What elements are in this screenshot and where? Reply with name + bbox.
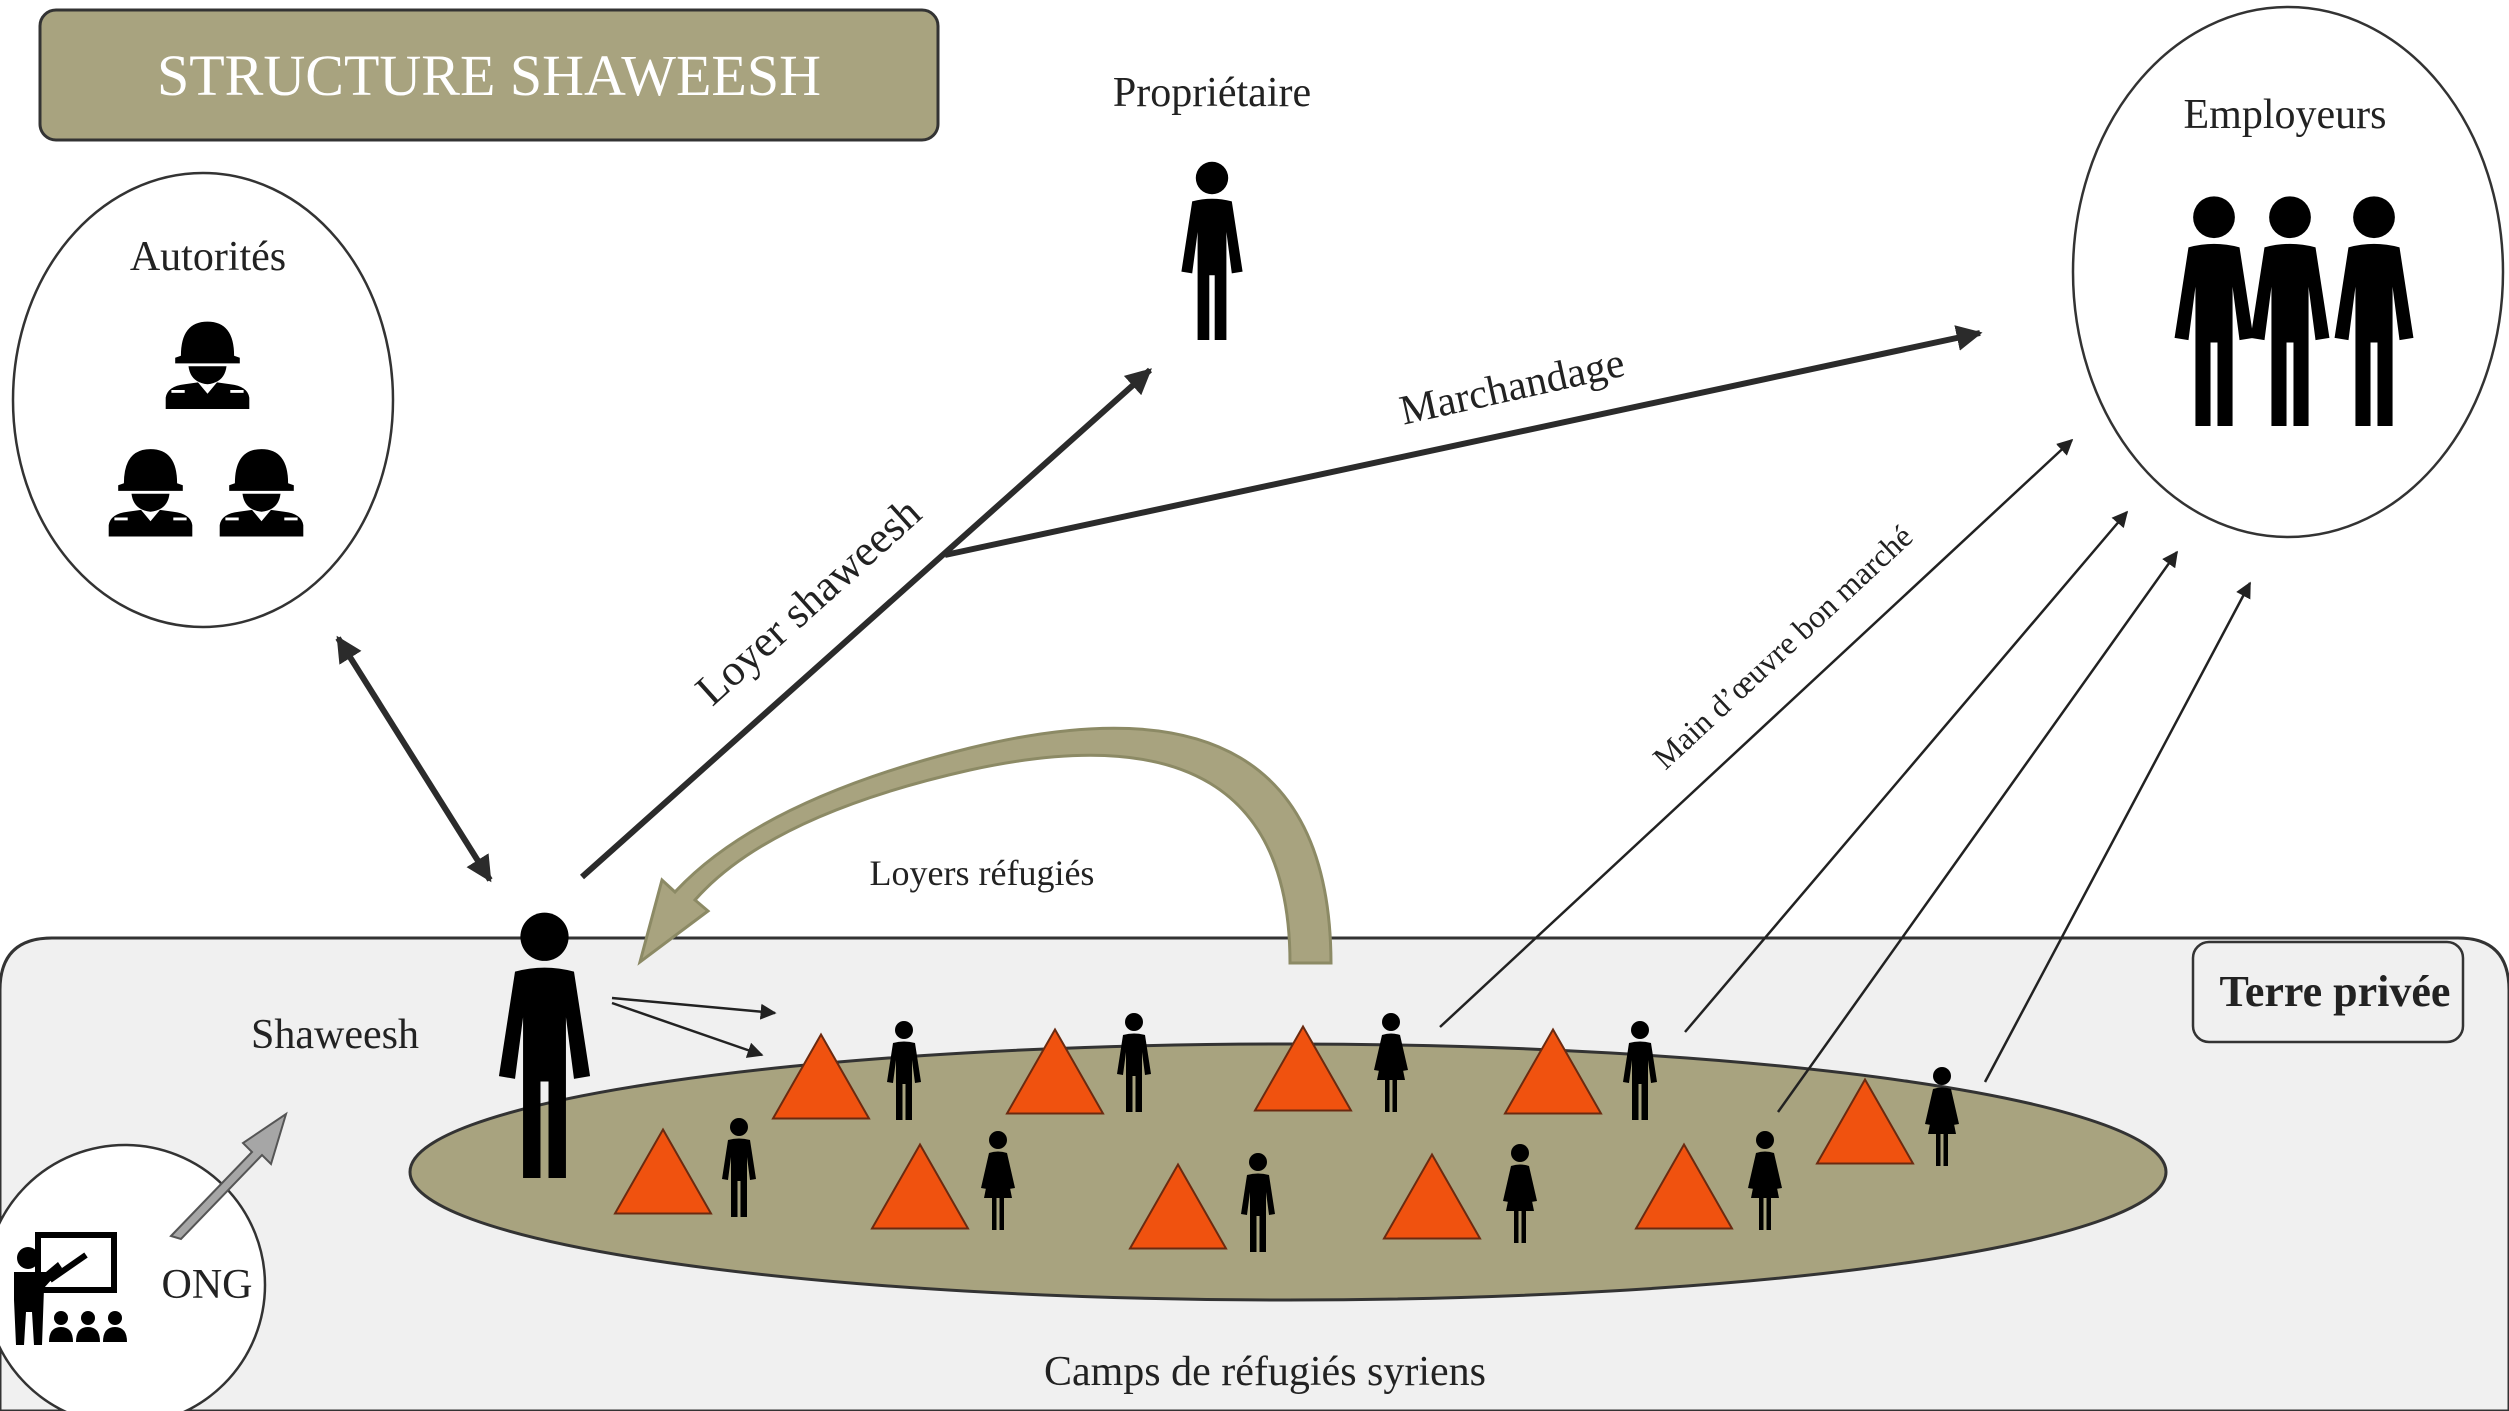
diagram-title: STRUCTURE SHAWEESH: [157, 43, 821, 108]
shaweesh-label: Shaweesh: [251, 1012, 419, 1058]
shaweesh-rent-arrow: [580, 367, 1152, 880]
refugee-rent-arrow: [637, 726, 1333, 966]
bargaining-label: Marchandage: [1396, 340, 1629, 434]
owner-person-icon: [1181, 161, 1243, 340]
private-land-label: Terre privée: [2220, 967, 2451, 1016]
cheap-labour-arrows: [1439, 438, 2252, 1113]
owner-label: Propriétaire: [1113, 70, 1311, 116]
teacher-presentation-icon: [14, 1232, 127, 1345]
group-of-people-icon: [2174, 196, 2414, 426]
ngo-label: ONG: [162, 1262, 253, 1308]
shaweesh-camp-arrows: [611, 996, 777, 1058]
title-box: [38, 8, 940, 142]
bargaining-arrow: [944, 325, 1983, 558]
ngo-influence-arrow: [169, 1111, 288, 1241]
authorities-label: Autorités: [130, 234, 286, 280]
authorities-shaweesh-arrow: [335, 635, 493, 883]
camp-label: Camps de réfugiés syriens: [1044, 1349, 1486, 1395]
employers-label: Employeurs: [2184, 92, 2387, 138]
cheap-labour-label: Main d’œuvre bon marché: [1646, 518, 1920, 776]
refugee-rent-label: Loyers réfugiés: [870, 853, 1095, 893]
private-land-box: [2191, 940, 2465, 1044]
